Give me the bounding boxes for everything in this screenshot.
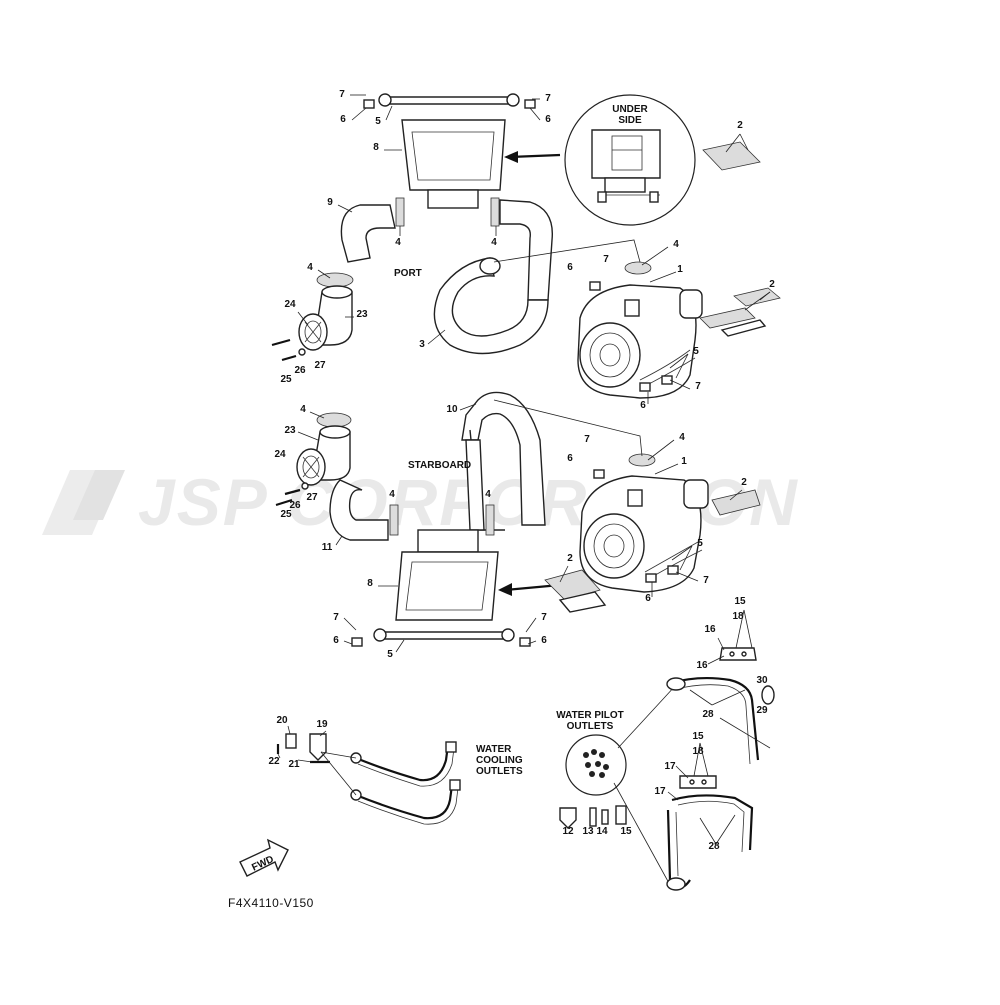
callout-6: 6: [541, 635, 547, 646]
callout-30: 30: [756, 675, 768, 686]
callout-2: 2: [741, 477, 747, 488]
callout-8: 8: [373, 142, 379, 153]
callout-26: 26: [289, 500, 301, 511]
callout-27: 27: [306, 492, 318, 503]
starboard-label: STARBOARD: [408, 460, 471, 471]
callout-11: 11: [322, 542, 333, 553]
callout-4: 4: [485, 489, 491, 500]
callout-7: 7: [603, 254, 609, 265]
callout-5: 5: [697, 538, 703, 549]
callout-15: 15: [692, 731, 704, 742]
callout-6: 6: [567, 453, 573, 464]
callout-4: 4: [395, 237, 401, 248]
callout-6: 6: [640, 400, 646, 411]
callout-4: 4: [307, 262, 313, 273]
callout-7: 7: [695, 381, 701, 392]
callout-24: 24: [274, 449, 286, 460]
callout-16: 16: [696, 660, 708, 671]
callout-24: 24: [284, 299, 296, 310]
callout-23: 23: [284, 425, 296, 436]
callout-2: 2: [737, 120, 743, 131]
callout-14: 14: [596, 826, 608, 837]
callout-21: 21: [288, 759, 300, 770]
starboard-assembly: [275, 391, 761, 647]
callout-7: 7: [703, 575, 709, 586]
callout-18: 18: [692, 746, 704, 757]
callout-26: 26: [294, 365, 306, 376]
callout-7: 7: [541, 612, 547, 623]
callout-3: 3: [419, 339, 425, 350]
callout-7: 7: [584, 434, 590, 445]
callout-28: 28: [708, 841, 720, 852]
callout-5: 5: [387, 649, 393, 660]
callout-4: 4: [300, 404, 306, 415]
callout-23: 23: [356, 309, 368, 320]
callout-17: 17: [664, 761, 676, 772]
callout-2: 2: [769, 279, 775, 290]
callout-5: 5: [693, 346, 699, 357]
callout-27: 27: [314, 360, 326, 371]
port-label: PORT: [394, 268, 422, 279]
fwd-arrow: [239, 838, 289, 877]
callout-13: 13: [582, 826, 594, 837]
hose-part-3: [433, 257, 549, 355]
callout-8: 8: [367, 578, 373, 589]
callout-6: 6: [340, 114, 346, 125]
callout-29: 29: [756, 705, 768, 716]
callout-16: 16: [704, 624, 716, 635]
callout-4: 4: [673, 239, 679, 250]
callout-1: 1: [677, 264, 683, 275]
hose-part-9: [340, 204, 396, 263]
callout-15: 15: [734, 596, 746, 607]
callout-4: 4: [389, 489, 395, 500]
callout-6: 6: [567, 262, 573, 273]
callout-6: 6: [333, 635, 339, 646]
callout-9: 9: [327, 197, 333, 208]
callout-6: 6: [645, 593, 651, 604]
callout-4: 4: [491, 237, 497, 248]
callout-2: 2: [567, 553, 573, 564]
callout-18: 18: [732, 611, 744, 622]
callout-20: 20: [276, 715, 288, 726]
water-cooling-outlets-assembly: [276, 733, 461, 825]
callout-15: 15: [620, 826, 632, 837]
callout-28: 28: [702, 709, 714, 720]
callout-19: 19: [316, 719, 328, 730]
strap-part-5: [382, 96, 516, 105]
water-box-part-8-starboard: [395, 551, 499, 621]
water-pilot-outlets-assembly: [559, 609, 775, 891]
leader-lines: [277, 94, 771, 829]
callout-17: 17: [654, 786, 666, 797]
callout-6: 6: [545, 114, 551, 125]
diagram-code: F4X4110-V150: [228, 896, 314, 910]
callout-7: 7: [545, 93, 551, 104]
port-assembly: [271, 93, 781, 399]
callout-10: 10: [446, 404, 458, 415]
callout-25: 25: [280, 509, 292, 520]
callout-22: 22: [268, 756, 280, 767]
water-box-part-8: [401, 119, 506, 191]
callout-5: 5: [375, 116, 381, 127]
callout-4: 4: [679, 432, 685, 443]
callout-1: 1: [681, 456, 687, 467]
callout-7: 7: [339, 89, 345, 100]
callout-25: 25: [280, 374, 292, 385]
callout-12: 12: [562, 826, 574, 837]
callout-7: 7: [333, 612, 339, 623]
under-side-detail: [504, 94, 761, 226]
